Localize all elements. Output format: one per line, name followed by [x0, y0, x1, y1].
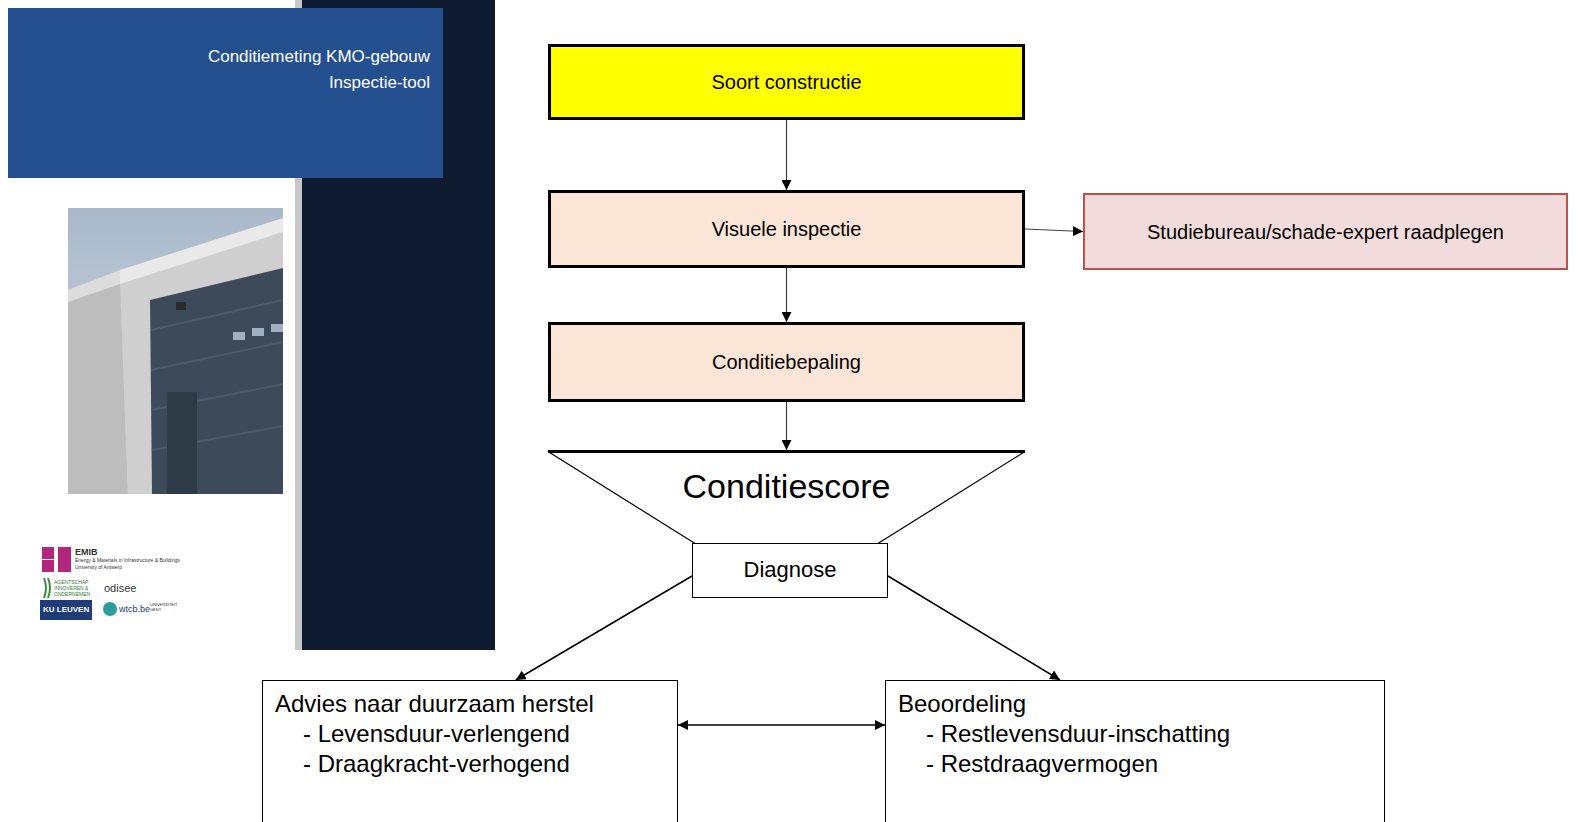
- logo-subtext: University of Antwerp: [75, 565, 122, 571]
- logo-text: EMIB: [75, 547, 98, 557]
- logo-text: wtcb.be: [119, 604, 150, 614]
- cover-banner: [8, 8, 443, 178]
- outcome-box: Advies naar duurzaam herstel- Levensduur…: [262, 680, 678, 822]
- arrow-connector: [678, 724, 885, 726]
- logo-text: KU LEUVEN: [43, 605, 89, 614]
- photo-lamp: [176, 302, 186, 310]
- logo-square: [42, 547, 54, 559]
- node-text: Beoordeling: [898, 689, 1026, 719]
- photo-roll-door: [150, 268, 283, 494]
- funnel-top: [548, 450, 1025, 453]
- arrow-connector: [888, 576, 1060, 680]
- node-text: Conditiescore: [683, 466, 891, 507]
- photo-roof-edge: [68, 270, 120, 302]
- logo-text: odisee: [104, 582, 136, 595]
- photo-door-line: [151, 342, 283, 370]
- logo-circle: [103, 602, 117, 616]
- advice-box: Studiebureau/schade-expert raadplegen: [1083, 193, 1568, 270]
- diagnosis-box: Diagnose: [692, 543, 888, 598]
- building-photo: [68, 208, 283, 494]
- logo-text: UNIVERSITEIT GENT: [150, 603, 178, 612]
- node-text: Diagnose: [744, 557, 837, 583]
- cover-title: Conditiemeting KMO-gebouw Inspectie-tool: [200, 44, 430, 96]
- arrow-connector: [516, 576, 692, 680]
- arrow-connector: [786, 402, 787, 450]
- node-list-item: - Levensduur-verlengend: [303, 719, 570, 749]
- logo-square: [42, 560, 54, 572]
- node-text: Visuele inspectie: [712, 217, 862, 241]
- logo-leaf: [44, 578, 50, 598]
- photo-window: [252, 328, 264, 336]
- logo-plate: [40, 600, 92, 620]
- node-text: Advies naar duurzaam herstel: [275, 689, 594, 719]
- photo-door: [167, 392, 197, 494]
- photo-sky: [68, 208, 283, 494]
- node-list-item: - Draagkracht-verhogend: [303, 749, 570, 779]
- logo-subtext: Energy & Materials in Infrastructure & B…: [75, 558, 180, 564]
- photo-side-wall: [68, 282, 128, 494]
- node-list-item: - Restlevensduur-inschatting: [926, 719, 1230, 749]
- process-box: Soort constructie: [548, 44, 1025, 120]
- node-text: Conditiebepaling: [712, 350, 861, 374]
- arrow-connector: [1025, 229, 1083, 232]
- node-text: Soort constructie: [711, 70, 861, 94]
- photo-door-line: [151, 300, 283, 330]
- arrow-connector: [786, 120, 787, 190]
- funnel-shape: Conditiescore: [548, 450, 1025, 544]
- outcome-box: Beoordeling- Restlevensduur-inschatting-…: [885, 680, 1385, 822]
- process-box: Visuele inspectie: [548, 190, 1025, 268]
- logo-square: [58, 547, 71, 572]
- photo-window: [271, 324, 283, 332]
- node-text: Studiebureau/schade-expert raadplegen: [1147, 220, 1504, 244]
- arrow-connector: [786, 268, 787, 322]
- funnel-side: [548, 452, 1025, 545]
- node-list-item: - Restdraagvermogen: [926, 749, 1158, 779]
- photo-window: [233, 332, 245, 340]
- process-box: Conditiebepaling: [548, 322, 1025, 402]
- logo-text: AGENTSCHAP INNOVEREN & ONDERNEMEN: [54, 580, 96, 597]
